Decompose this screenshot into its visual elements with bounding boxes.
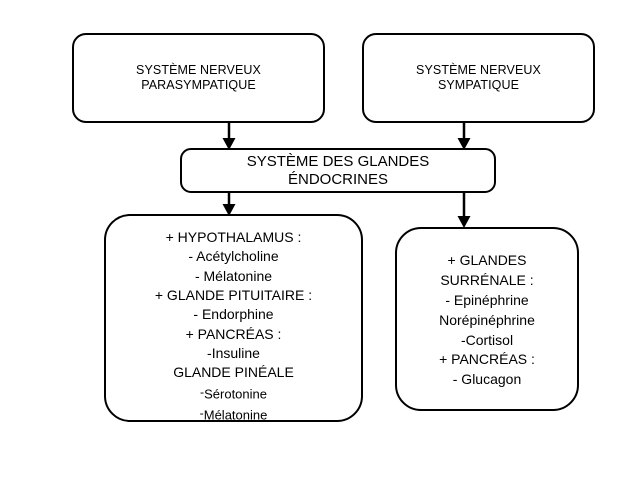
node-endocrine-gland-system[interactable]: SYSTÈME DES GLANDES ÉNDOCRINES — [180, 148, 496, 193]
right-glands-line-3: - Epinéphrine — [445, 291, 529, 308]
left-glands-line-2: - Acétylcholine — [188, 248, 279, 265]
node-sympathetic-nervous-system[interactable]: SYSTÈME NERVEUX SYMPATIQUE — [362, 33, 595, 123]
right-glands-line-7: - Glucagon — [452, 371, 522, 388]
node-sympathetic-line-2: SYMPATIQUE — [437, 78, 520, 92]
left-glands-line-1: + HYPOTHALAMUS : — [165, 229, 302, 245]
right-glands-line-1: + GLANDES — [447, 252, 527, 268]
right-glands-line-5: -Cortisol — [460, 331, 514, 348]
right-glands-line-4: Norépinéphrine — [439, 311, 535, 328]
left-glands-line-9-label: Sérotonine — [204, 386, 267, 402]
node-right-glands-list[interactable]: + GLANDES SURRÉNALE : - Epinéphrine Noré… — [395, 227, 579, 411]
node-endocrine-line-1: SYSTÈME DES GLANDES — [246, 152, 430, 170]
left-glands-line-4: + GLANDE PITUITAIRE : — [154, 286, 313, 303]
raised-hyphen-icon: - — [199, 406, 204, 421]
left-glands-line-3: - Mélatonine — [194, 267, 273, 284]
left-glands-line-8: GLANDE PINÉALE — [173, 364, 294, 381]
right-glands-line-6: + PANCRÉAS : — [439, 351, 535, 368]
left-glands-line-5: - Endorphine — [193, 306, 274, 323]
raised-hyphen-icon: - — [199, 384, 205, 399]
left-glands-line-7: -Insuline — [207, 344, 260, 361]
node-left-glands-list[interactable]: + HYPOTHALAMUS : - Acétylcholine - Mélat… — [104, 214, 363, 423]
arrow-sympathetic-to-endocrine — [453, 120, 475, 152]
left-glands-line-10-label: Mélatonine — [203, 408, 268, 424]
node-parasympathetic-line-2: PARASYMPATIQUE — [141, 78, 256, 92]
node-endocrine-line-2: ÉNDOCRINES — [287, 170, 388, 188]
left-glands-line-6: + PANCRÉAS : — [185, 325, 282, 342]
arrow-endocrine-to-right-glands — [453, 190, 475, 230]
node-parasympathetic-line-1: SYSTÈME NERVEUX — [136, 62, 261, 77]
left-glands-line-9: -Sérotonine — [200, 383, 267, 405]
right-glands-line-2: SURRÉNALE : — [440, 271, 534, 288]
arrow-parasympathetic-to-endocrine — [218, 120, 240, 152]
node-parasympathetic-nervous-system[interactable]: SYSTÈME NERVEUX PARASYMPATIQUE — [72, 33, 325, 123]
node-sympathetic-line-1: SYSTÈME NERVEUX — [416, 62, 541, 77]
left-glands-line-10: -Mélatonine — [200, 404, 268, 426]
